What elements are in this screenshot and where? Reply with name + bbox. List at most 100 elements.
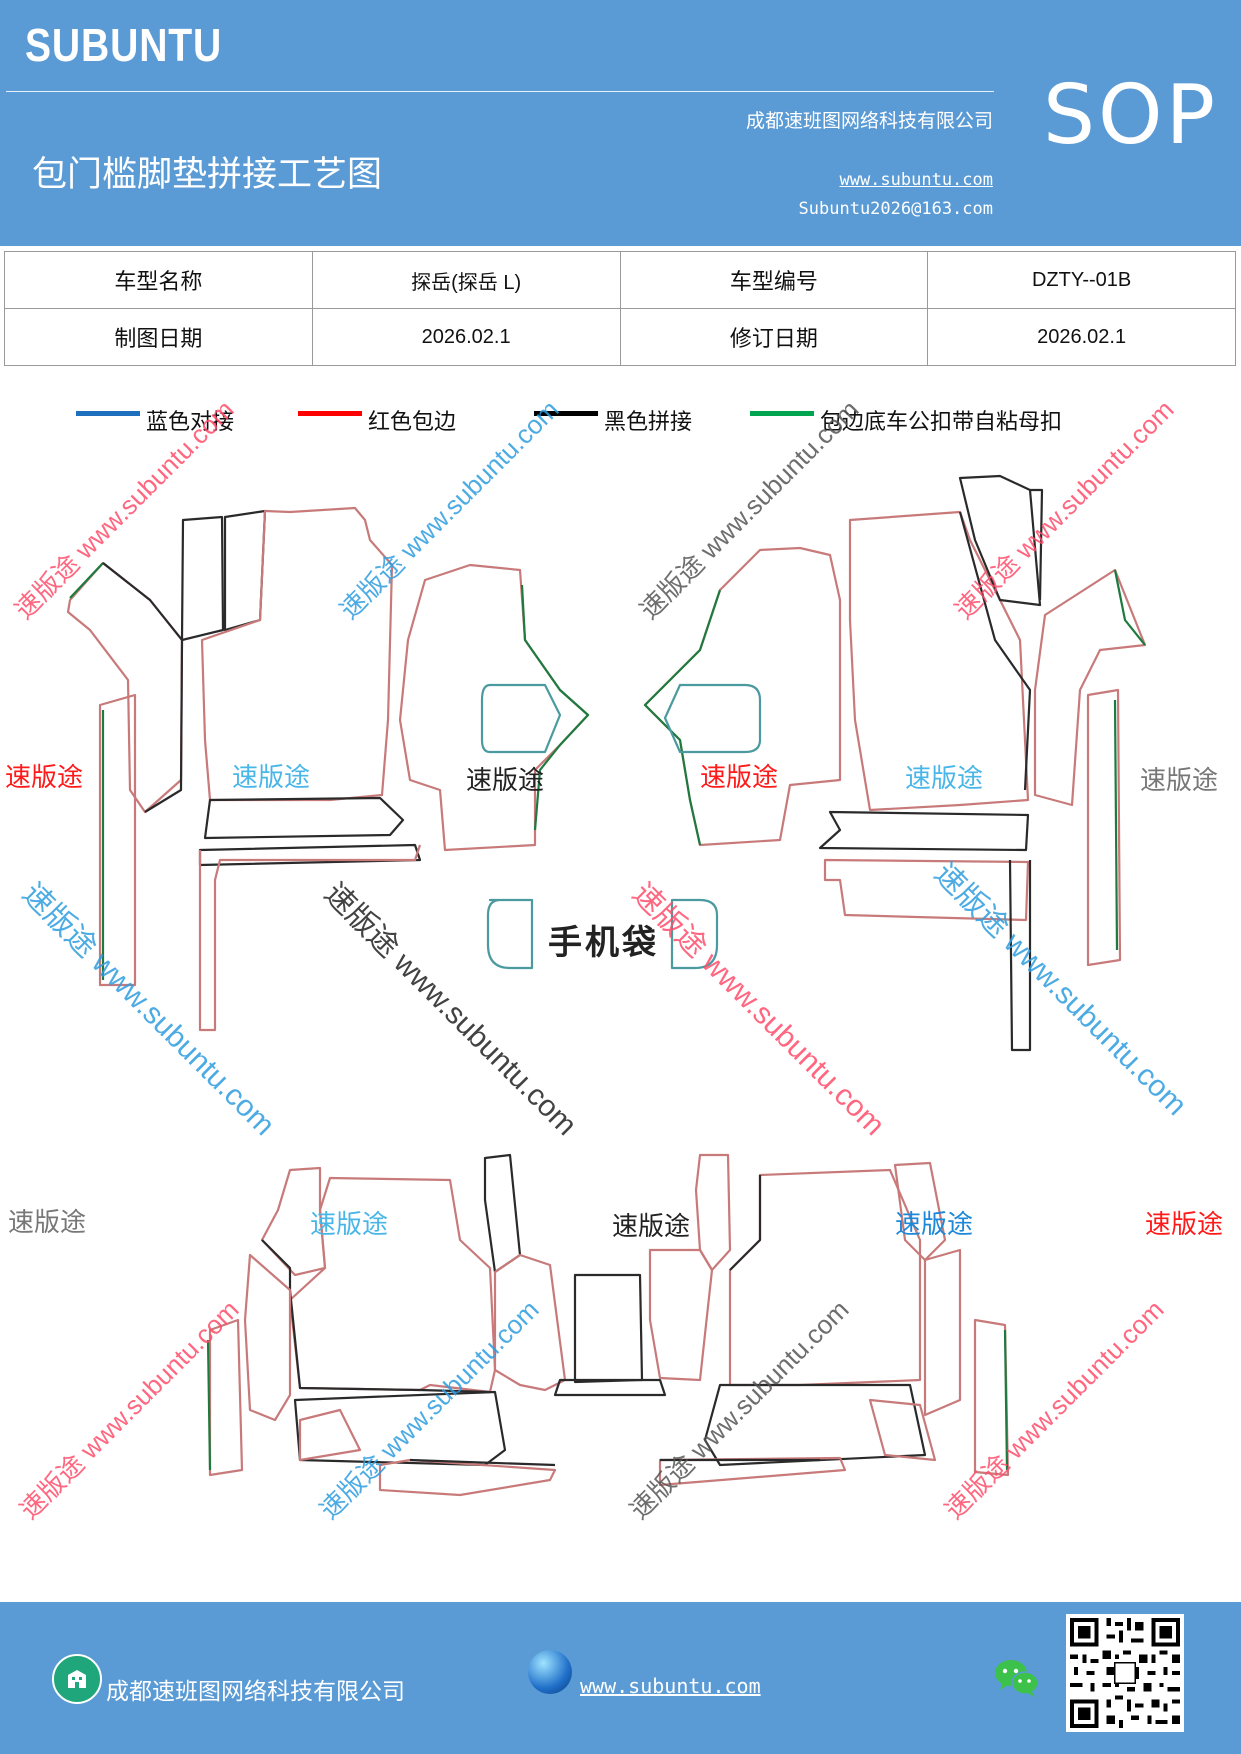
tunnel-piece xyxy=(553,1378,667,1397)
mat-piece xyxy=(198,844,422,1032)
mat-piece xyxy=(243,1253,292,1422)
qr-code xyxy=(1066,1614,1184,1732)
legend-item-blue: 蓝色对接 xyxy=(76,405,234,435)
document-title: 包门槛脚垫拼接工艺图 xyxy=(32,155,383,195)
brand-watermark: 速版途 xyxy=(466,765,545,795)
mat-piece xyxy=(1030,488,1044,601)
brand-watermark: 速版途 xyxy=(232,762,311,792)
mat-piece xyxy=(728,1168,922,1387)
footer-website-link[interactable]: www.subuntu.com xyxy=(580,1674,761,1698)
header-divider xyxy=(6,91,994,92)
model-code-value: DZTY--01B xyxy=(927,251,1236,309)
wechat-icon[interactable] xyxy=(994,1658,1040,1702)
mat-piece xyxy=(973,1318,1010,1477)
revise-date-label: 修订日期 xyxy=(619,308,929,366)
mat-piece xyxy=(1008,859,1032,1052)
mat-piece xyxy=(180,515,225,642)
center-tunnel-group xyxy=(553,1273,667,1397)
draw-date-label: 制图日期 xyxy=(4,308,313,366)
phone-pocket-label: 手机袋 xyxy=(548,924,659,962)
globe-icon xyxy=(528,1650,572,1694)
model-name-label: 车型名称 xyxy=(4,251,313,309)
legend-label: 蓝色对接 xyxy=(146,410,235,435)
header-company-name: 成都速班图网络科技有限公司 xyxy=(745,110,993,132)
mat-pattern-drawing xyxy=(66,474,1147,1497)
brand-watermark: 速版途 xyxy=(1145,1209,1224,1239)
mat-piece xyxy=(729,1175,762,1271)
revise-date-value: 2026.02.1 xyxy=(927,308,1236,366)
green-edge xyxy=(69,562,104,599)
mat-piece xyxy=(480,683,562,754)
brand-watermark: 速版途 xyxy=(700,762,779,792)
legend-item-black: 黑色拼接 xyxy=(534,405,692,435)
green-edge xyxy=(520,584,590,831)
mat-piece xyxy=(703,1383,927,1467)
legend-swatch-green xyxy=(750,410,814,416)
tunnel-piece xyxy=(573,1273,644,1384)
mat-piece xyxy=(663,683,762,754)
mat-piece xyxy=(98,693,137,987)
brand-watermark: 速版途 xyxy=(895,1209,974,1239)
legend-label: 黑色拼接 xyxy=(604,410,693,435)
mat-piece xyxy=(398,563,590,852)
brand-watermark: 速版途 xyxy=(8,1207,87,1237)
mat-piece xyxy=(1086,688,1122,967)
mat-piece xyxy=(818,810,1030,852)
model-code-label: 车型编号 xyxy=(619,251,929,309)
mat-piece xyxy=(288,1176,497,1394)
mat-piece xyxy=(848,510,1030,812)
brand-watermark: 速版途 xyxy=(1140,765,1219,795)
header-website-link[interactable]: www.subuntu.com xyxy=(839,170,993,190)
table-row: 车型名称 探岳(探岳 L) 车型编号 DZTY--01B xyxy=(4,251,1236,309)
mat-piece xyxy=(958,511,1032,791)
legend-swatch-black xyxy=(534,410,598,416)
legend-swatch-red xyxy=(298,410,362,416)
green-edge xyxy=(206,1339,212,1471)
mat-piece xyxy=(823,858,1030,922)
mat-piece xyxy=(1033,568,1147,807)
building-icon xyxy=(52,1654,102,1704)
mat-piece xyxy=(658,1456,847,1487)
green-edge xyxy=(1003,1329,1009,1471)
legend-label: 包边底车公扣带自粘母扣 xyxy=(820,410,1063,435)
mat-piece xyxy=(958,474,1042,607)
mat-piece xyxy=(261,1239,292,1290)
mat-piece xyxy=(66,561,184,814)
mat-piece xyxy=(868,1398,937,1462)
green-edge xyxy=(1113,569,1146,646)
mat-piece xyxy=(260,1166,327,1277)
mat-piece xyxy=(893,1161,947,1262)
mat-piece xyxy=(198,843,422,867)
rear-right-mat-group xyxy=(648,1153,1010,1487)
brand-watermark: 速版途 xyxy=(905,763,984,793)
legend-swatch-blue xyxy=(76,410,140,416)
sop-label: SOP xyxy=(1043,68,1219,163)
mat-piece xyxy=(409,1458,556,1467)
vehicle-info-table: 车型名称 探岳(探岳 L) 车型编号 DZTY--01B 制图日期 2026.0… xyxy=(4,251,1236,366)
draw-date-value: 2026.02.1 xyxy=(311,308,621,366)
mat-piece xyxy=(102,562,184,813)
pocket-piece xyxy=(486,898,534,970)
green-edge xyxy=(1113,699,1119,951)
header-email[interactable]: Subuntu2026@163.com xyxy=(798,199,993,219)
legend-item-green: 包边底车公扣带自粘母扣 xyxy=(750,405,1062,435)
pocket-piece xyxy=(670,898,719,970)
mat-piece xyxy=(288,1289,491,1394)
legend-label: 红色包边 xyxy=(368,410,457,435)
legend-item-red: 红色包边 xyxy=(298,405,456,435)
green-edge xyxy=(643,589,722,846)
table-row: 制图日期 2026.02.1 修订日期 2026.02.1 xyxy=(4,308,1236,366)
mat-piece xyxy=(648,1248,714,1382)
rear-left-mat-group xyxy=(206,1153,567,1497)
mat-piece xyxy=(298,1408,362,1462)
mat-piece xyxy=(203,796,405,840)
front-left-mat-group xyxy=(66,506,590,1032)
footer-banner: 成都速班图网络科技有限公司 www.subuntu.com xyxy=(0,1602,1241,1754)
mat-piece xyxy=(493,1253,567,1392)
brand-watermark: 速版途 xyxy=(612,1211,691,1241)
mat-piece xyxy=(200,506,394,802)
phone-pocket-group xyxy=(486,898,719,970)
brand-watermark: 速版途 xyxy=(5,762,84,792)
mat-piece xyxy=(483,1153,522,1274)
model-name-value: 探岳(探岳 L) xyxy=(311,251,621,309)
